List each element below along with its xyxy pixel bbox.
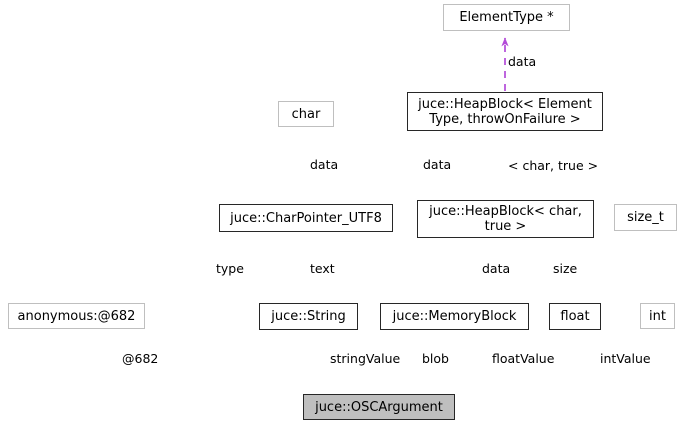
- node-heapblock-char-true[interactable]: juce::HeapBlock< char, true >: [417, 200, 594, 238]
- node-float[interactable]: float: [549, 303, 601, 330]
- edge-label-data-char-left: data: [310, 157, 339, 172]
- edge-label-data-memoryblock: data: [482, 261, 511, 276]
- node-juce-oscargument[interactable]: juce::OSCArgument: [303, 394, 455, 420]
- node-element-type-ptr[interactable]: ElementType *: [443, 4, 570, 31]
- node-juce-memoryblock[interactable]: juce::MemoryBlock: [380, 303, 529, 330]
- node-int[interactable]: int: [640, 303, 675, 329]
- node-juce-string[interactable]: juce::String: [259, 303, 358, 330]
- edge-label-blob: blob: [422, 351, 449, 366]
- edge-label-intvalue: intValue: [600, 351, 651, 366]
- edge-label-type: type: [216, 261, 244, 276]
- node-charpointer-utf8[interactable]: juce::CharPointer_UTF8: [219, 204, 393, 232]
- edge-label-data-elementtype: data: [508, 54, 537, 69]
- edge-label-data-char-right: data: [423, 157, 452, 172]
- node-size-t[interactable]: size_t: [614, 204, 677, 231]
- node-char[interactable]: char: [278, 101, 334, 127]
- edge-label-floatvalue: floatValue: [492, 351, 555, 366]
- edge-label-text: text: [310, 261, 335, 276]
- edge-label-size: size: [553, 261, 578, 276]
- node-heapblock-elementtype[interactable]: juce::HeapBlock< Element Type, throwOnFa…: [407, 92, 603, 131]
- edge-label-stringvalue: stringValue: [330, 351, 401, 366]
- node-anonymous-682[interactable]: anonymous:@682: [8, 303, 145, 329]
- edge-label-char-true: < char, true >: [508, 158, 599, 173]
- edge-label-682: @682: [122, 351, 159, 366]
